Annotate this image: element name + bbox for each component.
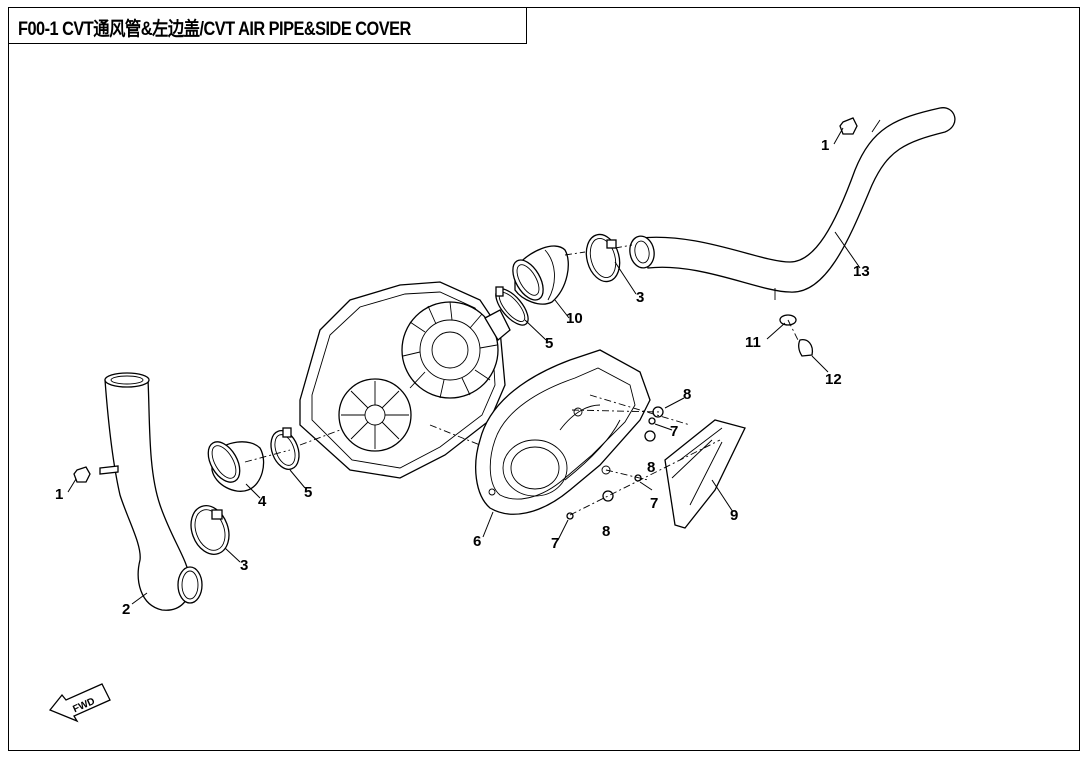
callout-3-lower: 3 — [240, 557, 248, 574]
callout-3-top: 3 — [636, 289, 644, 306]
clamp-5-lower — [270, 427, 300, 470]
air-pipe-2 — [99, 372, 203, 611]
title-box — [8, 7, 527, 44]
callout-5-upper: 5 — [545, 335, 553, 352]
diagram-title: F00-1 CVT通风管&左边盖/CVT AIR PIPE&SIDE COVER — [18, 19, 411, 40]
fwd-arrow: FWD — [48, 683, 111, 723]
callout-1-left: 1 — [55, 486, 63, 503]
callout-13: 13 — [853, 263, 870, 280]
hose-boot-10 — [512, 245, 569, 305]
cvt-housing — [299, 281, 511, 479]
clamp-3-lower — [190, 505, 230, 555]
diagram-frame — [8, 7, 1080, 751]
callout-11: 11 — [745, 334, 761, 351]
callout-10: 10 — [566, 310, 583, 327]
callout-4: 4 — [258, 493, 267, 510]
callout-7-a: 7 — [670, 423, 678, 440]
callout-7-b: 7 — [650, 495, 658, 512]
callout-9: 9 — [730, 507, 738, 524]
air-pipe-13 — [629, 107, 956, 300]
vent-cover-9 — [664, 419, 746, 529]
clamp-3-top — [585, 233, 621, 283]
side-cover-6 — [475, 349, 651, 515]
callout-8-a: 8 — [683, 386, 691, 403]
callout-1-top: 1 — [821, 137, 829, 154]
callout-6: 6 — [473, 533, 481, 550]
callout-2: 2 — [122, 601, 130, 618]
leader-lines — [67, 127, 861, 605]
callout-8-c: 8 — [602, 523, 610, 540]
clamp-5-upper — [495, 286, 529, 326]
callout-8-b: 8 — [647, 459, 655, 476]
hose-boot-4 — [207, 441, 265, 492]
callout-7-c: 7 — [551, 535, 559, 552]
callout-numbers: 1 1 2 3 3 4 5 5 6 7 7 7 7 8 8 8 9 10 11 … — [55, 137, 870, 618]
assembly-lines — [244, 244, 799, 516]
callout-12: 12 — [825, 371, 842, 388]
callout-5-lower: 5 — [304, 484, 312, 501]
